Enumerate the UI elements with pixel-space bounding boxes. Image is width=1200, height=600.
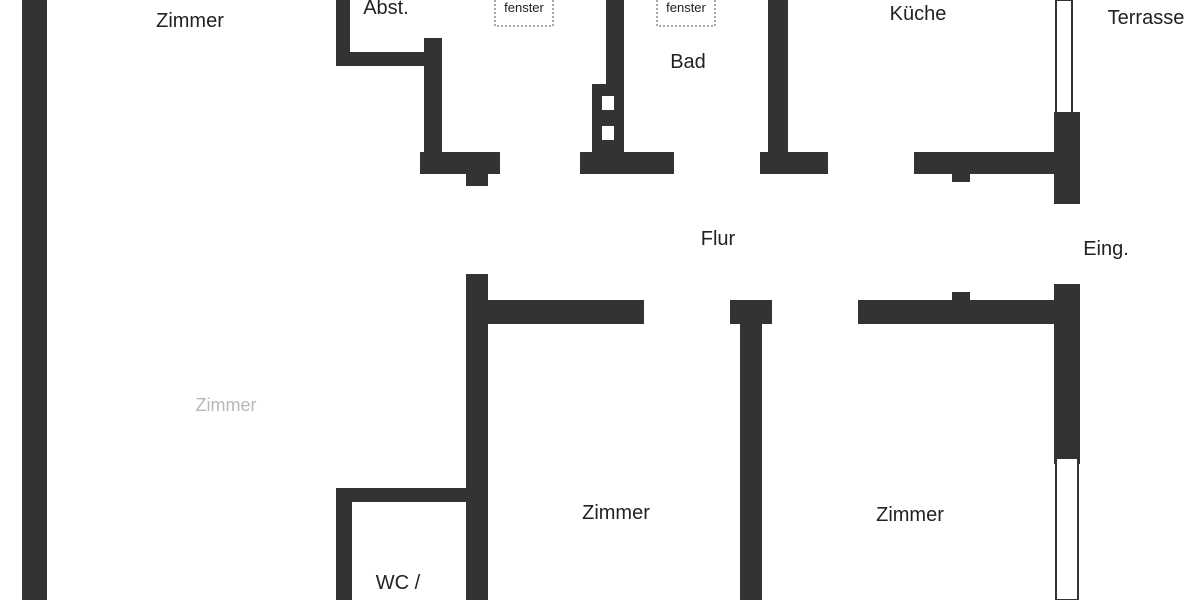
- window-label-2: fenster: [666, 0, 706, 15]
- wall-lower-left-horizontal: [466, 300, 644, 324]
- wall-lower-left-vertical: [466, 274, 488, 600]
- room-label-bad: Bad: [670, 51, 706, 73]
- room-label-kueche: Küche: [890, 3, 947, 25]
- window-box-2: [656, 0, 716, 27]
- room-label-terrasse: Terrasse: [1108, 7, 1185, 29]
- wall-bad-foot: [580, 152, 674, 174]
- wall-abst-bottom: [336, 52, 438, 66]
- wall-bad-shaft: [592, 84, 620, 158]
- room-label-abstellraum: Abst.: [363, 0, 409, 19]
- wall-abst-left: [336, 0, 350, 66]
- room-label-eingang: Eing.: [1083, 238, 1129, 260]
- wall-wc-left: [336, 488, 352, 600]
- wall-kitchen-left: [768, 0, 788, 160]
- shaft-vent-lower: [602, 126, 614, 140]
- right-lower-window: [1055, 457, 1079, 600]
- wall-wc-top: [336, 488, 470, 502]
- room-label-zimmer-top-left: Zimmer: [156, 10, 224, 32]
- wall-right-lower: [1054, 284, 1080, 464]
- shaft-vent-upper: [602, 96, 614, 110]
- window-box-1: [494, 0, 554, 27]
- wall-outer-left: [22, 0, 47, 600]
- wall-right-upper-thick: [1064, 120, 1080, 204]
- wall-kitchen-bottom: [914, 152, 1064, 174]
- wall-lower-middle-vertical: [740, 300, 762, 600]
- room-label-wc: WC /: [376, 572, 421, 594]
- wall-abst-right: [424, 38, 442, 170]
- wall-kitchen-foot: [760, 152, 828, 174]
- window-label-1: fenster: [504, 0, 544, 15]
- wall-abst-foot: [420, 152, 500, 174]
- terrace-window: [1055, 0, 1073, 119]
- room-label-flur: Flur: [701, 228, 736, 250]
- room-label-zimmer-right: Zimmer: [876, 504, 944, 526]
- wall-lower-right-stub: [952, 292, 970, 304]
- room-label-zimmer-middle: Zimmer: [582, 502, 650, 524]
- room-label-zimmer-left: Zimmer: [196, 395, 257, 415]
- wall-abst-stub: [466, 170, 488, 186]
- wall-kitchen-stub: [952, 170, 970, 182]
